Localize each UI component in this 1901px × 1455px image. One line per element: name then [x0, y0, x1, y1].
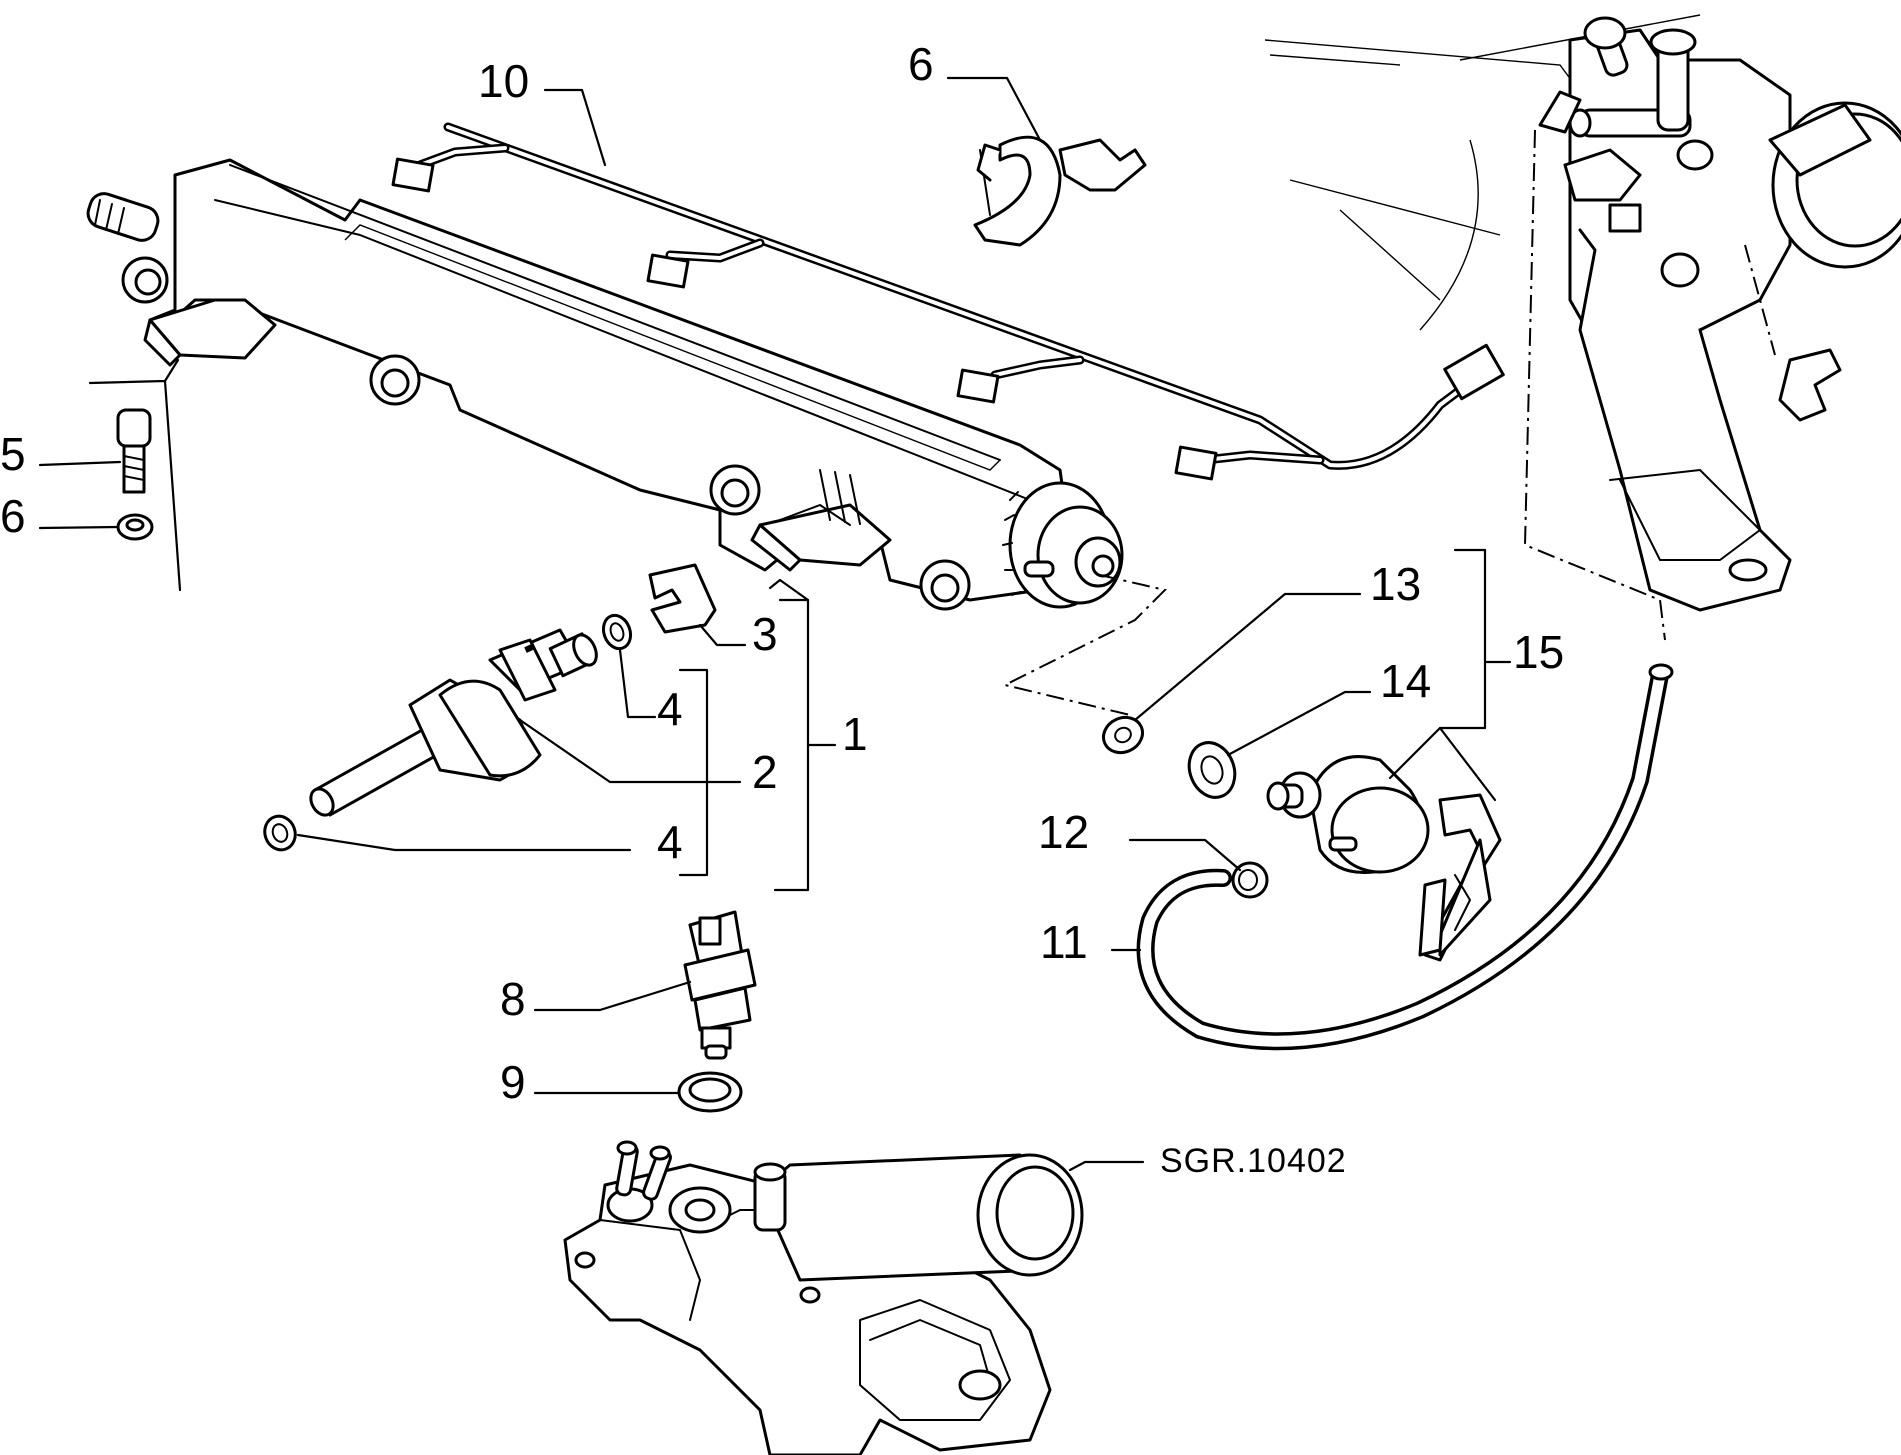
- o-ring-upper: [601, 613, 633, 651]
- sealing-washer: [677, 1071, 743, 1113]
- callout-8: 8: [500, 973, 526, 1025]
- callout-6: 6: [0, 490, 26, 542]
- callout-12: 12: [1038, 806, 1089, 858]
- callout-3: 3: [752, 608, 778, 660]
- drawing-code: SGR.10402: [1160, 1142, 1347, 1180]
- callout-4-upper: 4: [657, 683, 683, 735]
- screw: [116, 408, 152, 494]
- thermostat-housing: [563, 1140, 1084, 1455]
- pressure-regulator: [1266, 755, 1430, 874]
- callout-9: 9: [500, 1056, 526, 1108]
- regulator-bracket: [1418, 793, 1502, 962]
- injector-clip: [648, 563, 717, 634]
- throttle-body-assembly: [1264, 14, 1901, 641]
- callout-14: 14: [1380, 655, 1431, 707]
- callout-11: 11: [1040, 916, 1088, 968]
- washer-14: [1187, 741, 1237, 799]
- callout-labels: 10 6 5 6 3 1 4 2 4 8 9 13 14 15 12 11 SG…: [0, 38, 1564, 1180]
- leader-lines: [38, 76, 1512, 1172]
- fuel-rail: [86, 158, 1167, 716]
- wiring-harness: [391, 122, 1505, 481]
- temperature-sensor: [683, 910, 757, 1060]
- callout-13: 13: [1370, 558, 1421, 610]
- hose-clip: [973, 135, 1147, 247]
- callout-15: 15: [1513, 626, 1564, 678]
- washer: [116, 513, 154, 541]
- washer-13: [1102, 715, 1144, 755]
- callout-10: 10: [478, 55, 529, 107]
- callout-2: 2: [752, 746, 778, 798]
- fuel-injector: [309, 628, 598, 817]
- callout-7: 6: [908, 38, 934, 90]
- small-ring: [1231, 861, 1269, 899]
- callout-5: 5: [0, 428, 26, 480]
- vacuum-hose-short: [1136, 663, 1674, 1051]
- callout-4-lower: 4: [657, 816, 683, 868]
- o-ring-lower: [263, 814, 297, 852]
- callout-1: 1: [842, 708, 868, 760]
